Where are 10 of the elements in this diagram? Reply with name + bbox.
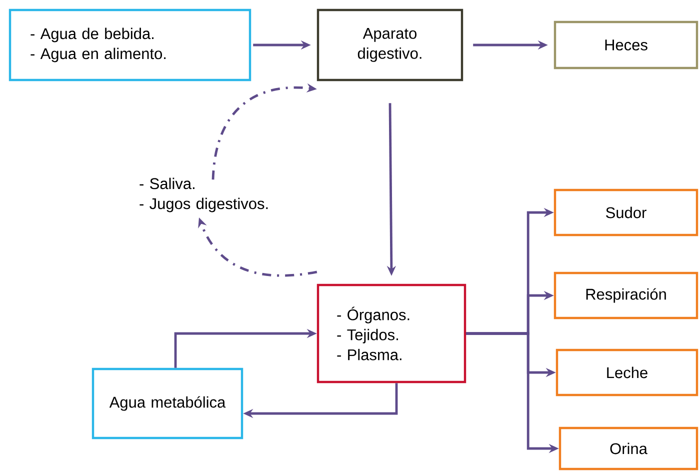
annotation-text: - Saliva. - Jugos digestivos.	[140, 178, 268, 212]
process-box: Agua metabólica	[92, 368, 244, 440]
process-box: Respiración	[554, 272, 698, 320]
process-box: Orina	[558, 426, 698, 470]
process-box: Sudor	[554, 188, 698, 236]
process-box: - Órganos. - Tejidos. - Plasma.	[316, 284, 466, 384]
process-box: Heces	[554, 20, 698, 70]
process-box: - Agua de bebida. - Agua en alimento.	[8, 8, 252, 82]
process-box: Aparato digestivo.	[316, 8, 464, 82]
process-box: Leche	[556, 348, 698, 396]
